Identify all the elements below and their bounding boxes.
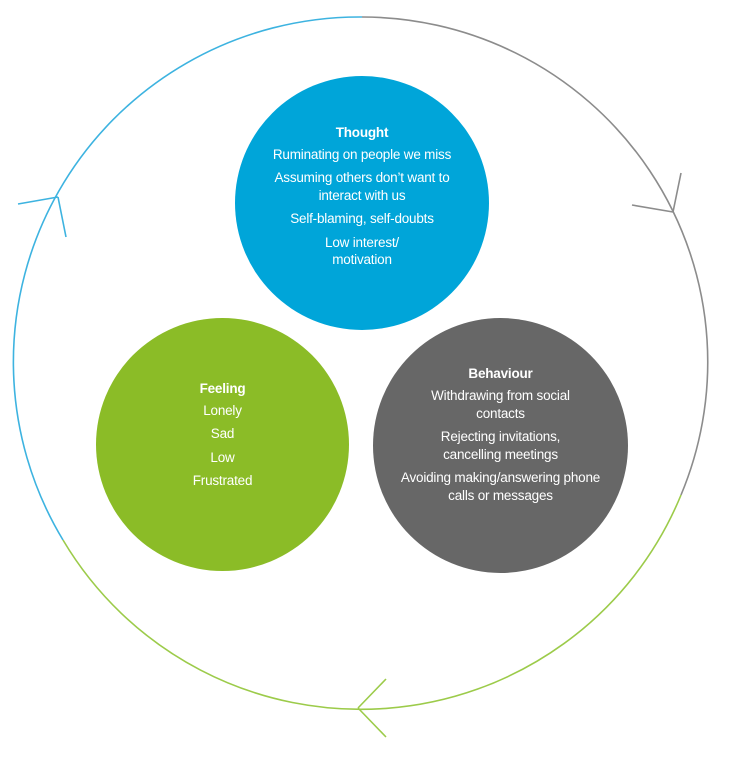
behaviour-item: Withdrawing from social contacts bbox=[431, 388, 570, 421]
arrow-to-feeling-icon bbox=[357, 678, 387, 738]
thought-title: Thought bbox=[335, 124, 389, 140]
behaviour-node: Behaviour Withdrawing from social contac… bbox=[373, 318, 628, 573]
feeling-node: Feeling Lonely Sad Low Frustrated bbox=[96, 318, 349, 571]
thought-item: Self-blaming, self-doubts bbox=[290, 211, 434, 226]
arrow-to-behaviour-icon bbox=[631, 172, 682, 213]
thought-item: Assuming others don’t want to interact w… bbox=[274, 170, 450, 203]
feeling-item: Lonely bbox=[203, 402, 242, 418]
arrow-to-thought-icon bbox=[17, 196, 67, 238]
thought-item: Ruminating on people we miss bbox=[272, 146, 452, 162]
ring-segment-behaviour bbox=[361, 16, 709, 496]
behaviour-item: Avoiding making/answering phone calls or… bbox=[400, 470, 601, 503]
behaviour-item: Rejecting invitations, cancelling meetin… bbox=[440, 429, 561, 462]
feeling-title: Feeling bbox=[199, 380, 246, 396]
behaviour-title: Behaviour bbox=[468, 366, 533, 381]
thought-node: Thought Ruminating on people we miss Ass… bbox=[235, 76, 489, 330]
ring-segment-feeling bbox=[62, 494, 682, 711]
ring-segment-thought bbox=[12, 16, 363, 541]
feeling-item: Sad bbox=[210, 426, 235, 441]
feeling-item: Frustrated bbox=[192, 473, 253, 488]
feeling-item: Low bbox=[210, 449, 235, 465]
thought-item: Low interest/ motivation bbox=[325, 234, 399, 268]
